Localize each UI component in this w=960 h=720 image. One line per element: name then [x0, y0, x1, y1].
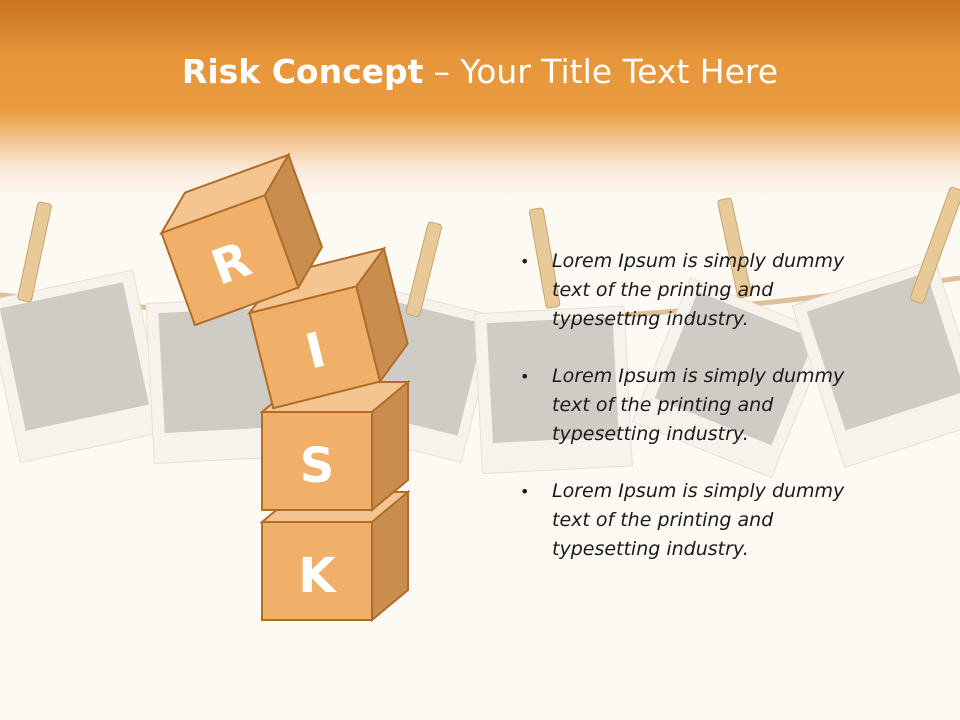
letter-block-i: I: [247, 246, 409, 410]
bullet-text: Lorem Ipsum is simply dummy text of the …: [552, 480, 845, 560]
risk-blocks-illustration: K S I R: [159, 152, 411, 623]
bullet-item: • Lorem Ipsum is simply dummy text of the…: [520, 477, 850, 564]
bullet-dot-icon: •: [520, 482, 530, 501]
bullet-dot-icon: •: [520, 367, 530, 386]
clothespin-icon: [909, 186, 960, 304]
letter-block-k: K: [259, 489, 411, 623]
clothespin-icon: [17, 201, 52, 303]
polaroid-photo: [473, 305, 633, 475]
clothespin-icon: [529, 207, 561, 309]
bullet-dot-icon: •: [520, 252, 530, 271]
clothespin-icon: [717, 197, 752, 299]
bullet-item: • Lorem Ipsum is simply dummy text of the…: [520, 362, 850, 449]
polaroid-photo: [0, 269, 168, 464]
block-letter: K: [298, 548, 337, 604]
block-letter: S: [300, 438, 335, 494]
bullet-list: • Lorem Ipsum is simply dummy text of the…: [520, 247, 850, 592]
bullet-text: Lorem Ipsum is simply dummy text of the …: [552, 250, 845, 330]
letter-block-r: R: [159, 152, 324, 327]
title-bold: Risk Concept: [181, 52, 424, 91]
bullet-item: • Lorem Ipsum is simply dummy text of the…: [520, 247, 850, 334]
bullet-text: Lorem Ipsum is simply dummy text of the …: [552, 365, 845, 445]
polaroid-photo: [631, 277, 831, 479]
title-subtitle: – Your Title Text Here: [433, 52, 779, 91]
polaroid-photo: [791, 258, 960, 469]
clothespin-icon: [405, 221, 443, 318]
slide-title: Risk Concept– Your Title Text Here: [0, 52, 960, 91]
title-banner: [0, 0, 960, 200]
